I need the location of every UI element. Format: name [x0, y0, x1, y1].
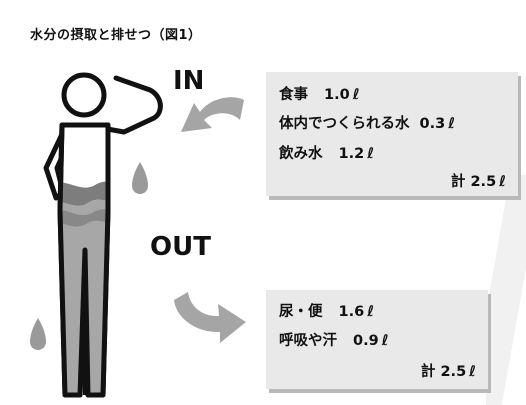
out-arrow-icon: [174, 292, 246, 343]
head-outline: [61, 72, 107, 118]
intake-item-name: 飲み水: [279, 146, 323, 162]
intake-total-label: 計: [450, 174, 466, 190]
intake-item-name: 体内でつくられる水: [279, 116, 410, 132]
intake-total-unit: ℓ: [499, 174, 506, 190]
output-total-amount: 2.5: [440, 364, 467, 380]
water-drop-icon: [132, 162, 148, 194]
output-total-unit: ℓ: [469, 364, 476, 380]
output-item-name: 尿・便: [279, 304, 323, 320]
output-total-label: 計: [420, 364, 436, 380]
intake-item-unit: ℓ: [352, 87, 360, 103]
in-label: IN: [173, 66, 205, 96]
diagram-title: 水分の摂取と排せつ（図1）: [30, 28, 202, 43]
output-item-amount: 1.6: [338, 304, 365, 320]
in-arrow-icon: [181, 97, 244, 132]
output-item-name: 呼吸や汗: [279, 333, 337, 349]
intake-item-name: 食事: [279, 87, 308, 103]
intake-item-unit: ℓ: [367, 146, 375, 162]
intake-total-amount: 2.5: [470, 174, 497, 190]
output-item-amount: 0.9: [353, 333, 379, 349]
intake-item-amount: 1.0: [324, 87, 350, 103]
output-item-unit: ℓ: [367, 304, 375, 320]
intake-item-amount: 0.3: [419, 116, 446, 132]
background-stripe: [486, 175, 526, 405]
intake-item-unit: ℓ: [448, 116, 456, 132]
out-label: OUT: [150, 232, 211, 262]
output-item-unit: ℓ: [381, 333, 389, 349]
intake-item-amount: 1.2: [338, 146, 365, 162]
water-drop-icon: [30, 318, 46, 350]
raised-arm: [99, 75, 163, 135]
